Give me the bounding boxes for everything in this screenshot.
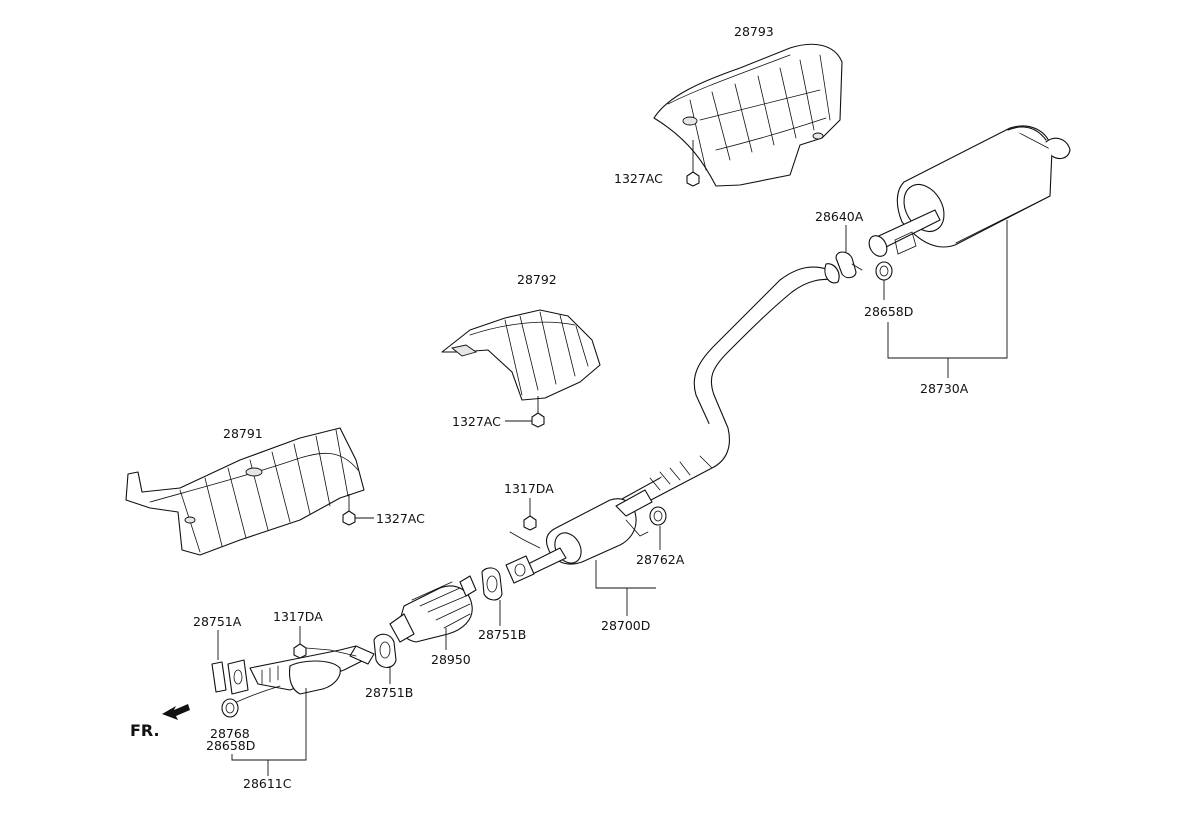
rear-muffler-28730a — [868, 125, 1071, 257]
hanger-28658d-right — [875, 261, 893, 300]
heat-protector-28793 — [653, 43, 843, 187]
nut-1327ac-mid — [505, 396, 545, 428]
label-28768: 28768 — [210, 726, 250, 741]
nut-1327ac-top — [686, 140, 700, 187]
label-28950: 28950 — [431, 652, 471, 667]
bracket-28730a — [887, 220, 1008, 378]
label-28793: 28793 — [734, 24, 774, 39]
label-1327ac-mid: 1327AC — [452, 414, 501, 429]
center-muffler-28700d — [505, 489, 653, 584]
heat-protector-28791 — [125, 427, 365, 556]
label-1327ac-top: 1327AC — [614, 171, 663, 186]
label-28658d-left: 28658D — [206, 738, 255, 753]
hanger-28762a — [649, 506, 667, 550]
gasket-28751b-left — [373, 633, 397, 684]
label-28640a: 28640A — [815, 209, 864, 224]
heat-protector-28792 — [441, 309, 601, 401]
front-pipe-28611c — [211, 645, 375, 776]
bolt-1317da-left — [293, 626, 357, 659]
nut-1327ac-left — [342, 494, 374, 526]
label-28730a: 28730A — [920, 381, 969, 396]
label-28792: 28792 — [517, 272, 557, 287]
label-1317da-right: 1317DA — [504, 481, 554, 496]
front-direction-marker: FR. — [130, 704, 190, 740]
label-28751b-right: 28751B — [478, 627, 526, 642]
hanger-28658d-left — [221, 698, 239, 718]
label-1327ac-left: 1327AC — [376, 511, 425, 526]
label-28751b-left: 28751B — [365, 685, 413, 700]
bolt-1317da-right — [509, 498, 541, 549]
label-28751a: 28751A — [193, 614, 242, 629]
label-1317da-left: 1317DA — [273, 609, 323, 624]
label-28658d-right: 28658D — [864, 304, 913, 319]
front-label: FR. — [130, 721, 160, 740]
bracket-28700d — [595, 560, 656, 616]
label-28762a: 28762A — [636, 552, 685, 567]
catalytic-converter-28950 — [389, 575, 477, 650]
label-28791: 28791 — [223, 426, 263, 441]
clamp-28640a — [835, 225, 863, 279]
label-28611c: 28611C — [243, 776, 292, 791]
center-pipe — [619, 263, 840, 511]
label-28700d: 28700D — [601, 618, 650, 633]
front-arrow-icon — [162, 704, 190, 720]
gasket-28751b-right — [481, 567, 503, 626]
